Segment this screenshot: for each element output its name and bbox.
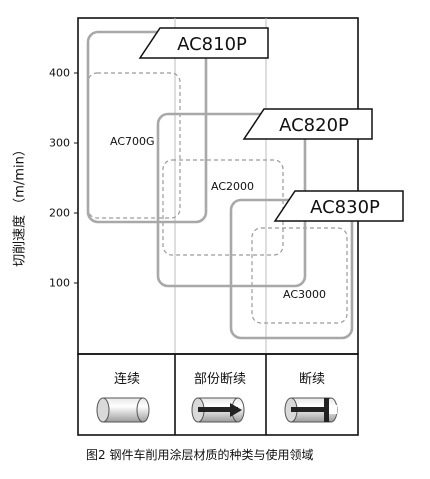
- continuous-workpiece-icon: [96, 397, 150, 423]
- ac700g-label: AC700G: [110, 135, 155, 148]
- cut-type-continuous: 连续: [114, 371, 140, 387]
- y-tick-400: 400: [49, 66, 70, 80]
- y-tick-300: 300: [49, 136, 70, 150]
- partial-interrupted-workpiece-icon: [191, 397, 245, 423]
- cut-type-interrupted: 断续: [299, 372, 325, 387]
- ac3000-label: AC3000: [283, 288, 326, 301]
- cut-type-table: [77, 353, 359, 436]
- ac2000-label: AC2000: [211, 180, 254, 193]
- ac830p-tag: [273, 190, 404, 222]
- ac3000-region: [251, 227, 348, 324]
- figure-caption: 图2 钢件车削用涂层材质的种类与使用领域: [86, 448, 314, 462]
- y-tick-200: 200: [49, 206, 70, 220]
- ac810p-region: [86, 30, 208, 224]
- y-tick-100: 100: [49, 276, 70, 290]
- ac810p-tag: [138, 27, 269, 59]
- interrupted-workpiece-icon: [284, 397, 338, 423]
- cut-type-partial-interrupted: 部份断续: [194, 372, 246, 387]
- ac830p-label: AC830P: [310, 197, 380, 218]
- ac810p-label: AC810P: [177, 34, 247, 55]
- ac2000-region: [162, 159, 284, 256]
- ac820p-tag: [242, 108, 373, 140]
- ac820p-label: AC820P: [279, 115, 349, 136]
